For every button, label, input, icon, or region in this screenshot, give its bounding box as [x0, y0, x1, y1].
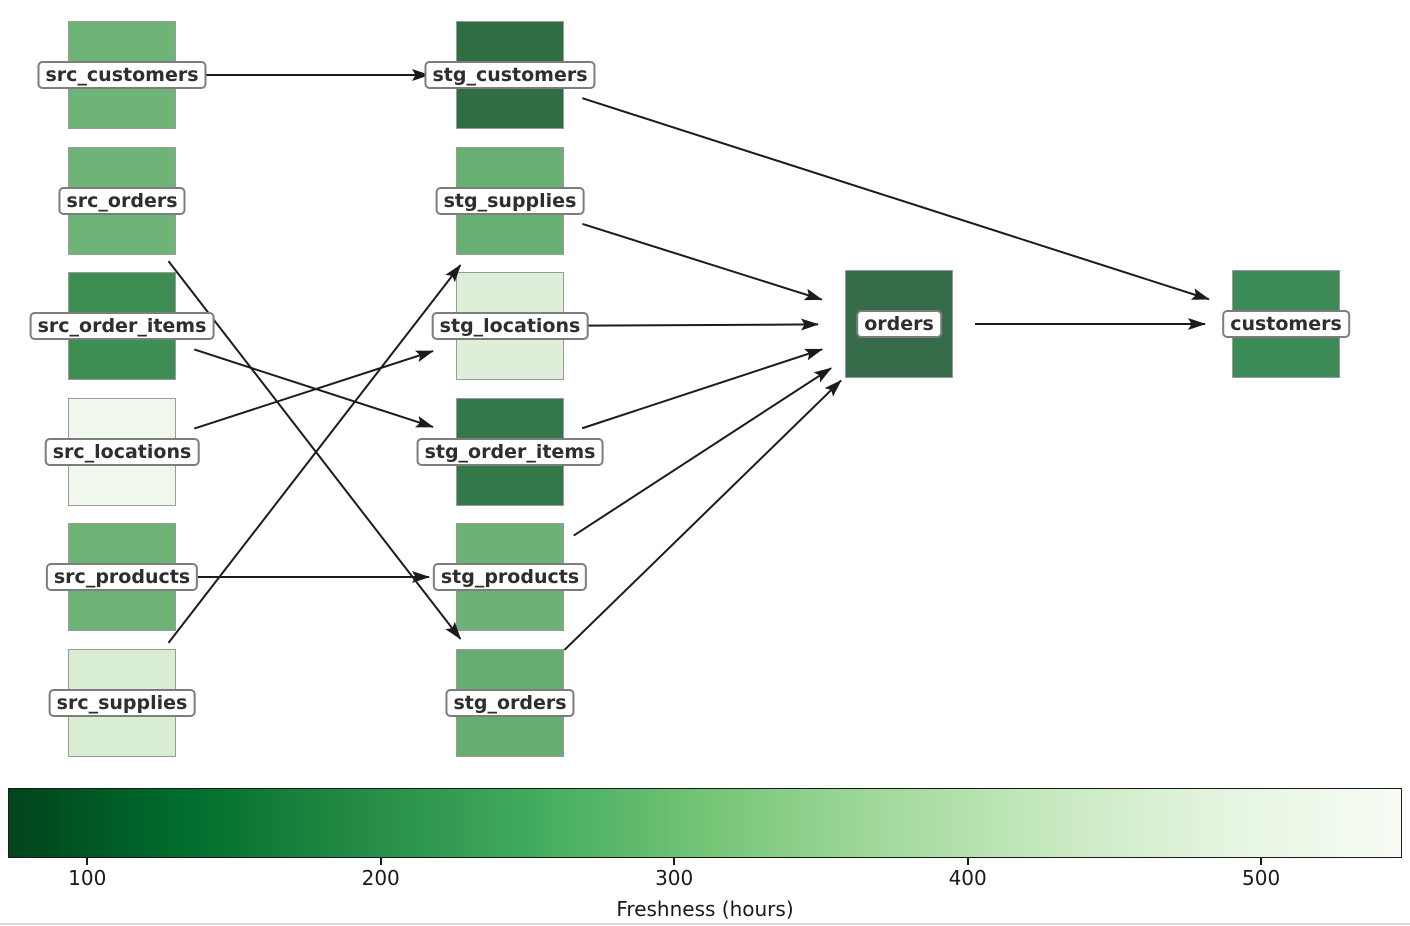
- node-label-src_products: src_products: [45, 563, 199, 591]
- colorbar-ticklabel-100: 100: [68, 866, 107, 890]
- node-label-stg_products: stg_products: [432, 563, 588, 591]
- colorbar-axis-label: Freshness (hours): [616, 897, 794, 921]
- edge-src_locations-stg_locations: [193, 350, 434, 430]
- edge-stg_orders-orders: [563, 379, 842, 651]
- figure-bottom-divider: [0, 923, 1410, 925]
- node-label-src_supplies: src_supplies: [48, 689, 196, 717]
- colorbar-tick-300: [673, 858, 676, 865]
- node-label-src_locations: src_locations: [44, 438, 200, 466]
- colorbar-ticklabel-200: 200: [361, 866, 400, 890]
- node-label-src_customers: src_customers: [37, 61, 207, 89]
- node-label-stg_orders: stg_orders: [445, 689, 575, 717]
- edge-stg_locations-orders: [585, 318, 820, 331]
- colorbar-tick-200: [379, 858, 382, 865]
- node-label-src_orders: src_orders: [58, 187, 186, 215]
- colorbar-tick-500: [1260, 858, 1263, 865]
- colorbar-ticklabel-400: 400: [948, 866, 987, 890]
- edge-src_supplies-stg_supplies: [167, 264, 462, 644]
- node-label-src_order_items: src_order_items: [29, 312, 215, 340]
- node-label-stg_customers: stg_customers: [424, 61, 596, 89]
- node-label-customers: customers: [1222, 310, 1350, 338]
- edge-stg_order_items-orders: [581, 348, 824, 430]
- colorbar-ticklabel-500: 500: [1242, 866, 1281, 890]
- edge-stg_supplies-orders: [582, 222, 823, 301]
- colorbar-tick-400: [966, 858, 969, 865]
- node-label-orders: orders: [856, 310, 942, 338]
- colorbar: [8, 788, 1402, 858]
- node-label-stg_locations: stg_locations: [431, 312, 589, 340]
- node-label-stg_order_items: stg_order_items: [416, 438, 604, 466]
- colorbar-ticklabel-300: 300: [655, 866, 694, 890]
- edge-stg_products-orders: [573, 367, 832, 537]
- colorbar-tick-100: [86, 858, 89, 865]
- node-label-stg_supplies: stg_supplies: [435, 187, 585, 215]
- edge-stg_customers-customers: [582, 97, 1210, 301]
- edge-src_orders-stg_orders: [167, 260, 462, 640]
- edge-src_order_items-stg_order_items: [193, 348, 434, 428]
